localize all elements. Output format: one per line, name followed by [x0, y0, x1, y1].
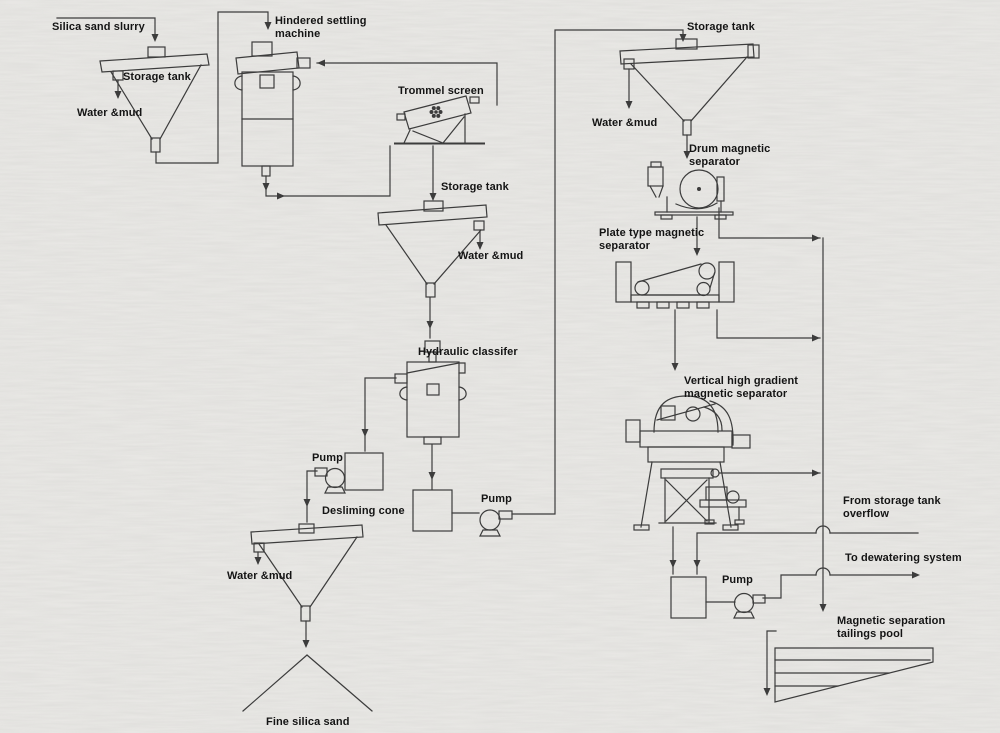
- label-storage-tank-3: Storage tank: [687, 21, 755, 33]
- label-water-mud-4: Water &mud: [592, 117, 658, 129]
- hydraulic-classifier-drawing: [394, 340, 467, 445]
- plate-magnetic-separator-drawing: [615, 261, 735, 309]
- pump-1-icon: [314, 467, 346, 494]
- storage-tank-1-drawing: [99, 46, 210, 153]
- flow-arrowheads: [114, 22, 920, 696]
- label-silica-sand-slurry: Silica sand slurry: [52, 21, 145, 33]
- label-drum-magnetic: Drum magnetic separator: [689, 143, 771, 168]
- classifier-sump-box-drawing: [412, 489, 453, 532]
- tailings-pool-drawing: [774, 647, 934, 703]
- storage-tank-2-drawing: [377, 200, 488, 298]
- label-pump-2: Pump: [481, 493, 512, 505]
- label-hindered-settling: Hindered settling machine: [275, 15, 367, 40]
- fine-silica-sand-pile-drawing: [242, 654, 373, 712]
- label-hydraulic-classifier: Hydraulic classifer: [418, 346, 518, 358]
- tailings-sump-box-drawing: [670, 576, 707, 619]
- label-plate-magnetic: Plate type magnetic separator: [599, 227, 705, 252]
- label-water-mud-3: Water &mud: [227, 570, 293, 582]
- label-storage-tank-2: Storage tank: [441, 181, 509, 193]
- trommel-screen-drawing: [394, 95, 485, 145]
- label-desliming-cone: Desliming cone: [322, 505, 405, 517]
- label-to-dewatering: To dewatering system: [845, 552, 962, 564]
- storage-tank-3-drawing: [619, 38, 760, 136]
- desliming-feed-box-drawing: [344, 452, 384, 491]
- hindered-settling-machine-drawing: [234, 41, 311, 177]
- vertical-hgms-drawing: [625, 395, 751, 531]
- label-water-mud-1: Water &mud: [77, 107, 143, 119]
- label-pump-1: Pump: [312, 452, 343, 464]
- label-storage-tank-1: Storage tank: [123, 71, 191, 83]
- label-tailings-pool: Magnetic separation tailings pool: [837, 615, 946, 640]
- desliming-cone-drawing: [250, 523, 364, 622]
- pump-3-icon: [733, 592, 766, 619]
- drum-magnetic-separator-drawing: [647, 161, 734, 220]
- label-from-storage-overflow: From storage tank overflow: [843, 495, 941, 520]
- label-vertical-hgms: Vertical high gradient magnetic separato…: [684, 375, 799, 400]
- label-trommel-screen: Trommel screen: [398, 85, 484, 97]
- label-pump-3: Pump: [722, 574, 753, 586]
- label-water-mud-2: Water &mud: [458, 250, 524, 262]
- pump-2-icon: [479, 509, 513, 537]
- label-fine-silica-sand: Fine silica sand: [266, 716, 350, 728]
